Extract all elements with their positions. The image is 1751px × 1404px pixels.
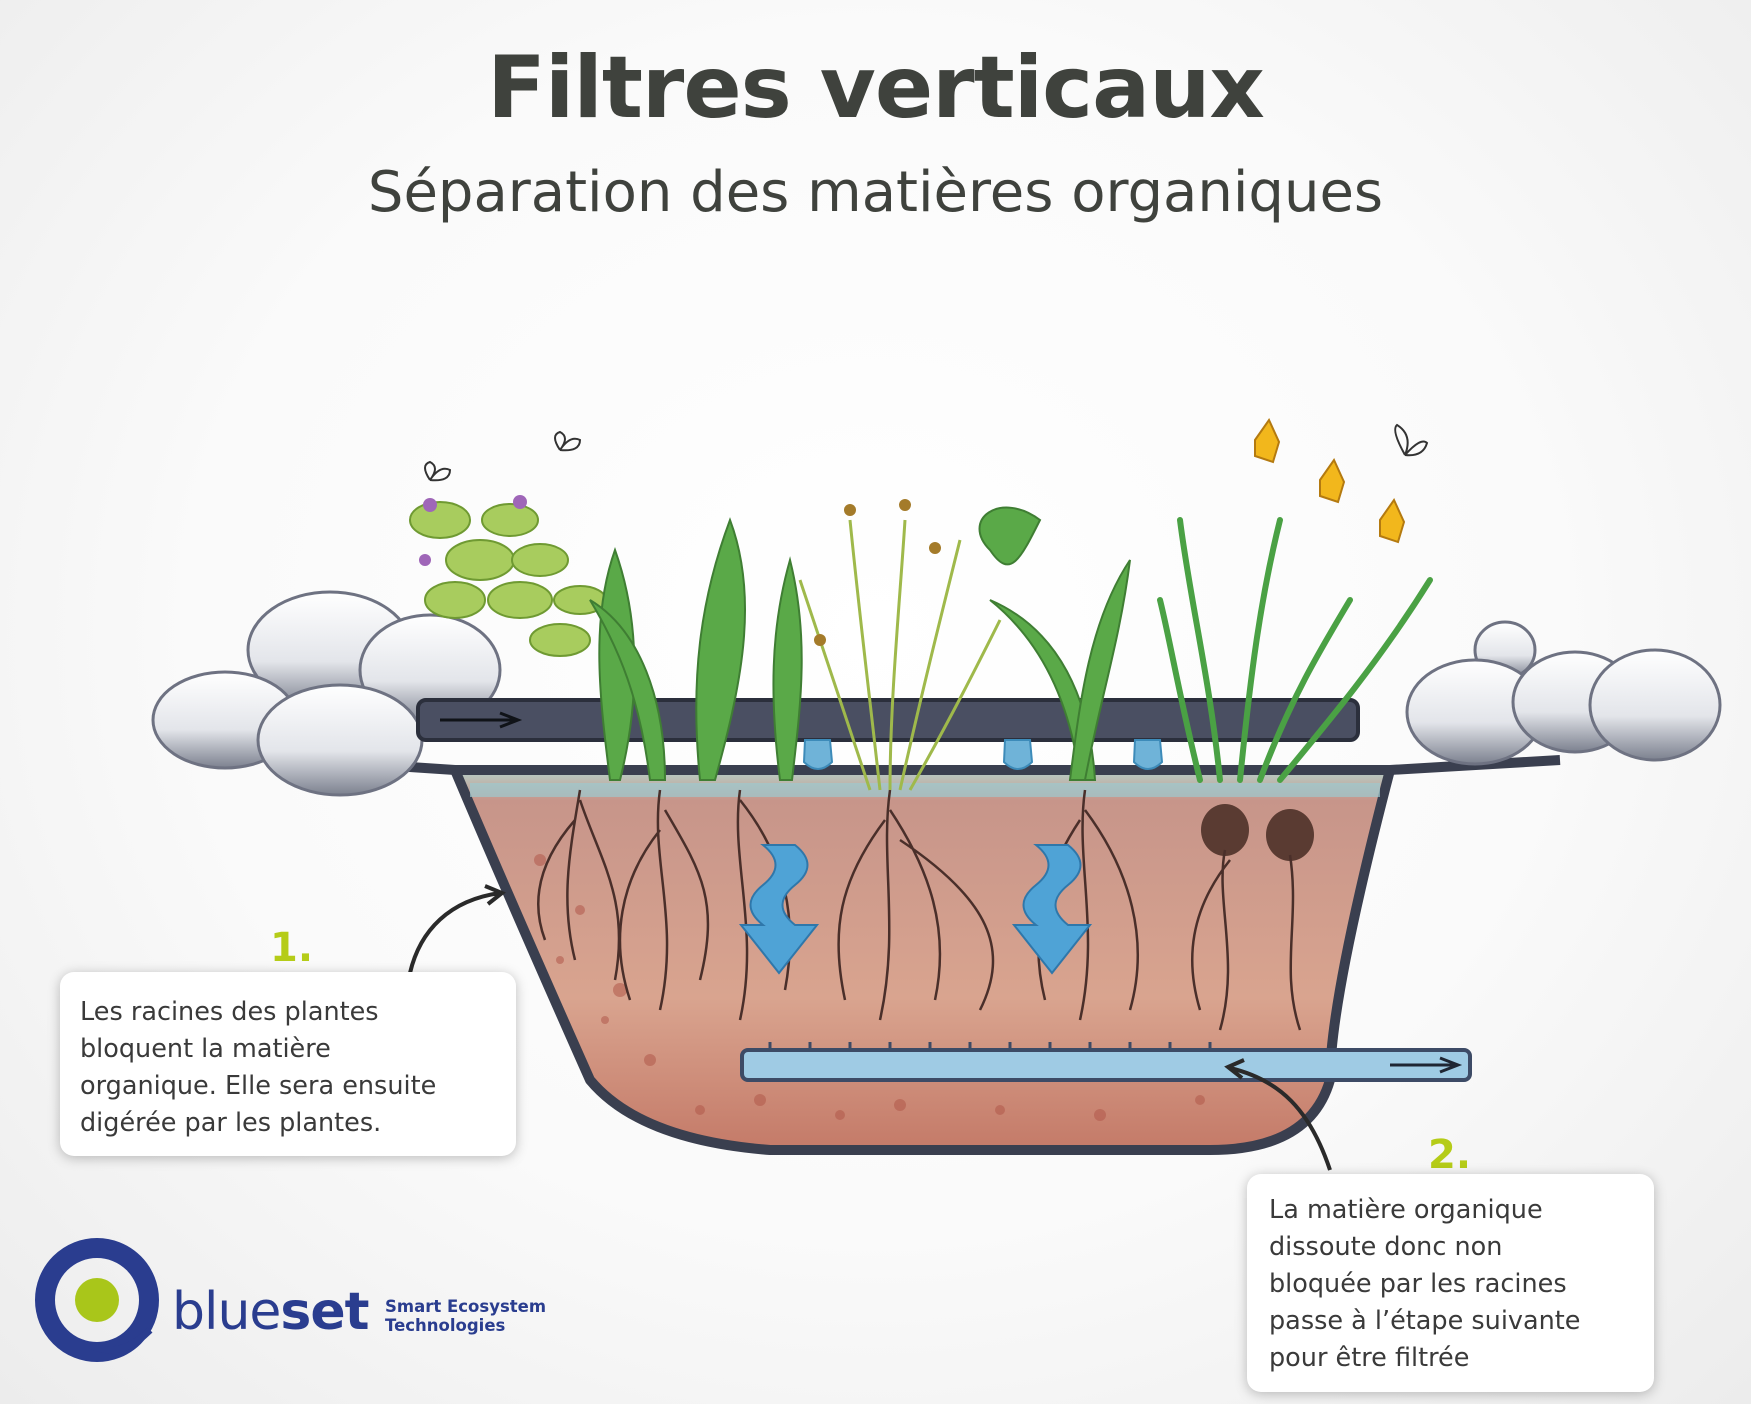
butterfly-icon (424, 423, 1429, 482)
brand-tagline-line: Smart Ecosystem (385, 1297, 547, 1316)
root-icon (537, 789, 1140, 1021)
blueset-logo-icon (35, 1238, 159, 1362)
inlet-arrow-icon (440, 711, 523, 729)
outlet-arrow-icon (1390, 1056, 1463, 1074)
callout-2-line: pour être filtrée (1269, 1343, 1470, 1373)
step-1-number: 1. (270, 925, 314, 971)
callout-1-line: digérée par les plantes. (80, 1108, 382, 1138)
brand-name-light: blue (172, 1282, 281, 1342)
flow-arrow-icon (738, 844, 820, 975)
plant-icon (798, 519, 1002, 791)
callout-2-line: dissoute donc non (1269, 1232, 1503, 1262)
stone-icon (256, 683, 424, 797)
callout-2: La matière organique dissoute donc non b… (1247, 1174, 1654, 1392)
basin (450, 765, 1395, 1155)
stones-left (151, 590, 502, 797)
plant-roots (537, 789, 1314, 1031)
brand-name-bold: set (280, 1282, 369, 1342)
outlet-pipe (740, 1042, 1472, 1082)
callout-1: Les racines des plantes bloquent la mati… (60, 972, 516, 1156)
brand-tagline-line: Technologies (385, 1316, 506, 1335)
plant-icon (589, 506, 1131, 781)
flower-icon (1254, 417, 1406, 544)
stones-right (1405, 620, 1722, 766)
stone-icon (1588, 648, 1722, 762)
page-subtitle: Séparation des matières organiques (367, 160, 1384, 225)
callout-2-line: passe à l’étape suivante (1269, 1306, 1581, 1336)
callout-2-line: bloquée par les racines (1269, 1269, 1567, 1299)
callout-1-arrow (408, 884, 506, 974)
callout-1-line: organique. Elle sera ensuite (80, 1071, 437, 1101)
brand-tagline: Smart Ecosystem Technologies (385, 1297, 565, 1335)
flow-arrows (738, 844, 1093, 975)
plants (409, 417, 1433, 791)
step-2-number: 2. (1428, 1132, 1472, 1178)
page-title: Filtres verticaux (487, 38, 1265, 138)
brand-name: blueset (172, 1282, 369, 1342)
callout-2-line: La matière organique (1269, 1195, 1543, 1225)
callout-1-line: bloquent la matière (80, 1034, 331, 1064)
callout-1-line: Les racines des plantes (80, 997, 379, 1027)
flow-arrow-icon (1011, 844, 1093, 975)
plant-icon (409, 501, 607, 657)
callout-2-arrow (1224, 1058, 1332, 1171)
plant-icon (1157, 517, 1433, 783)
